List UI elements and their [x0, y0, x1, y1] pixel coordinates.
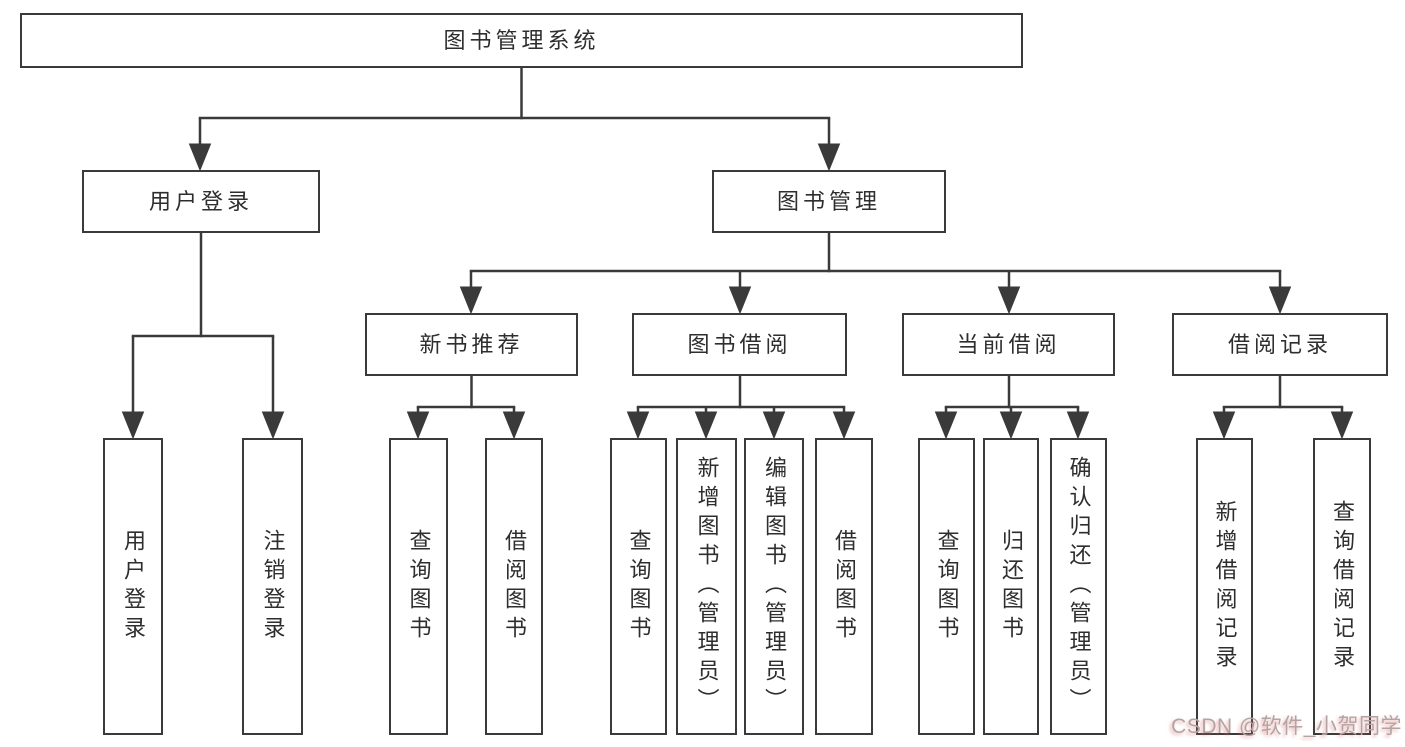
node-borrowing-records: 借阅记录: [1172, 313, 1388, 376]
leaf-user-login: 用户登录: [103, 438, 163, 735]
leaf-label: 查询图书: [934, 528, 960, 645]
leaf-label: 查询图书: [626, 528, 652, 645]
leaf-logout: 注销登录: [242, 438, 303, 735]
leaf-label: 用户登录: [121, 528, 146, 645]
leaf-add-borrow-record: 新增借阅记录: [1196, 438, 1253, 735]
leaf-return-books: 归还图书: [983, 438, 1039, 735]
leaf-label: 查询图书: [406, 528, 432, 645]
leaf-label: 借阅图书: [502, 528, 527, 645]
node-label: 图书借阅: [687, 331, 792, 357]
leaf-query-books-recommend: 查询图书: [389, 438, 448, 735]
leaf-label: 归还图书: [999, 528, 1024, 645]
leaf-borrow-books-borrowing: 借阅图书: [815, 438, 873, 735]
node-label: 当前借阅: [956, 331, 1061, 357]
node-new-book-recommendation: 新书推荐: [365, 313, 578, 376]
leaf-query-books-borrowing: 查询图书: [610, 438, 667, 735]
csdn-watermark: CSDN @软件_小贺同学: [1171, 715, 1402, 738]
leaf-label: 确认归还（管理员）: [1066, 456, 1092, 717]
leaf-label: 注销登录: [260, 528, 286, 645]
leaf-label: 编辑图书（管理员）: [762, 456, 787, 717]
leaf-label: 新增图书（管理员）: [694, 456, 720, 717]
leaf-edit-books-admin: 编辑图书（管理员）: [744, 438, 804, 735]
leaf-label: 新增借阅记录: [1212, 499, 1238, 674]
leaf-borrow-books-recommend: 借阅图书: [485, 438, 543, 735]
node-book-management: 图书管理: [712, 170, 946, 233]
node-user-login: 用户登录: [82, 170, 320, 233]
leaf-add-books-admin: 新增图书（管理员）: [676, 438, 737, 735]
node-label: 借阅记录: [1227, 331, 1332, 357]
node-book-borrowing: 图书借阅: [632, 313, 847, 376]
node-library-management-system: 图书管理系统: [20, 13, 1023, 68]
node-label: 新书推荐: [419, 331, 524, 357]
node-label: 图书管理: [776, 188, 881, 214]
leaf-label: 查询借阅记录: [1330, 499, 1355, 674]
leaf-label: 借阅图书: [832, 528, 857, 645]
node-label: 图书管理系统: [443, 27, 600, 53]
leaf-query-books-current: 查询图书: [918, 438, 975, 735]
leaf-confirm-return-admin: 确认归还（管理员）: [1050, 438, 1107, 735]
node-label: 用户登录: [148, 188, 253, 214]
leaf-query-borrow-record: 查询借阅记录: [1313, 438, 1371, 735]
node-current-borrowing: 当前借阅: [902, 313, 1115, 376]
